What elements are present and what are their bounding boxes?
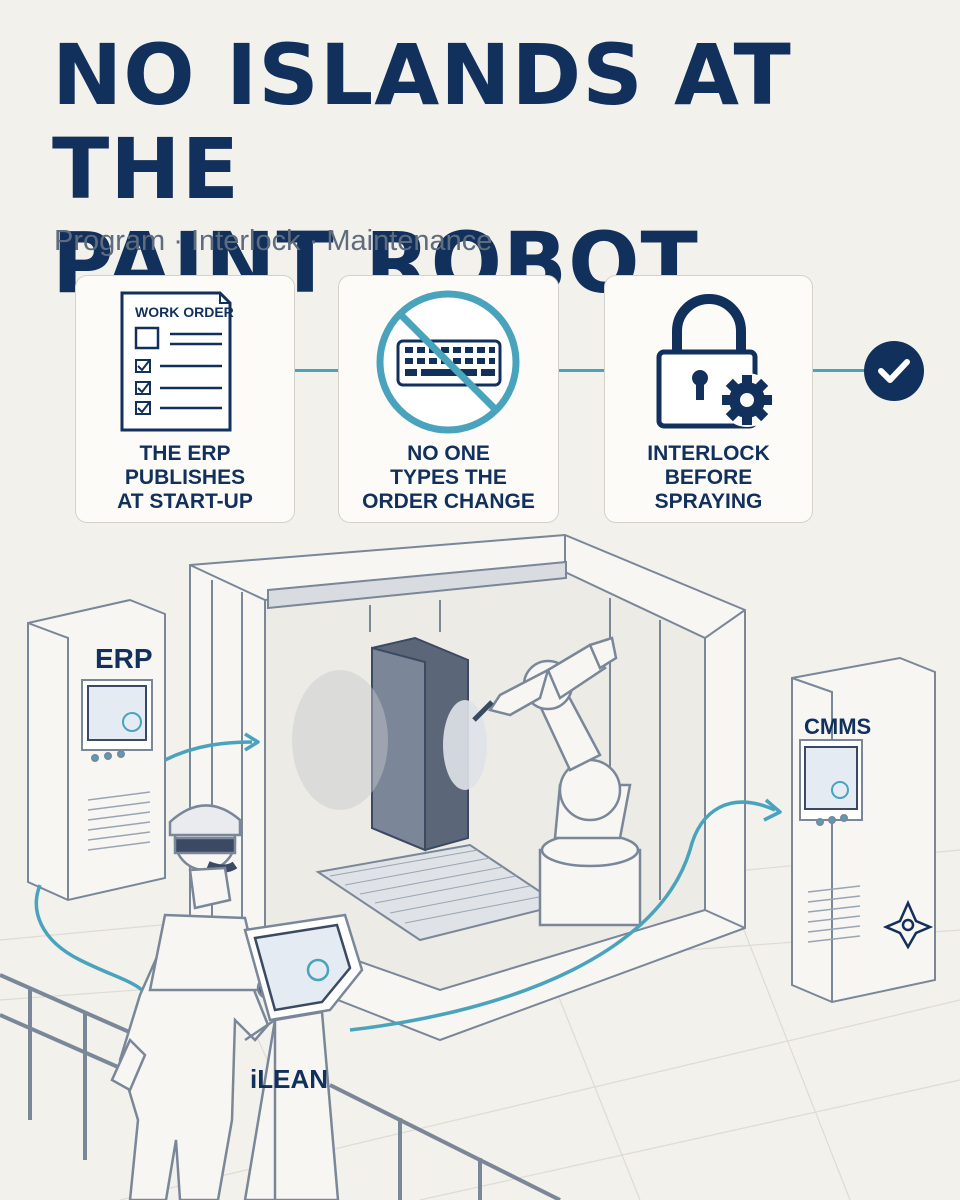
connector-line-2: [557, 369, 604, 372]
spray-mist: [292, 670, 388, 810]
step-card-no-typing: NO ONE TYPES THE ORDER CHANGE: [338, 275, 559, 523]
connector-line-1: [293, 369, 338, 372]
step-card-interlock: INTERLOCK BEFORE SPRAYING: [604, 275, 813, 523]
hanging-part: [371, 636, 469, 852]
erp-cabinet: [27, 598, 166, 902]
cmms-label: CMMS: [804, 714, 871, 739]
step-label: INTERLOCK BEFORE SPRAYING: [647, 442, 770, 513]
step-card-erp-publishes: WORK ORDER THE ERP PUBLISHES AT START-UP: [75, 275, 295, 523]
step-label: NO ONE TYPES THE ORDER CHANGE: [362, 442, 535, 513]
page-title: NO ISLANDS AT THE PAINT ROBOT: [52, 28, 960, 310]
ilean-terminal: [243, 913, 364, 1200]
paint-booth-scene: ERP CMMS: [0, 533, 960, 1200]
brand-logo: [882, 899, 934, 950]
connector-line-3: [811, 369, 864, 372]
cmms-cabinet: [791, 656, 936, 1004]
step-label: THE ERP PUBLISHES AT START-UP: [117, 442, 253, 513]
page-subtitle: Program · Interlock · Maintenance: [54, 225, 493, 257]
check-circle-icon: [864, 341, 924, 401]
paint-robot: [472, 636, 642, 927]
data-flow-lines: [34, 732, 782, 1032]
ilean-label: iLEAN: [250, 1064, 328, 1094]
no-keyboard-icon: [376, 290, 520, 434]
work-order-label: WORK ORDER: [135, 304, 234, 320]
work-order-checklist-icon: WORK ORDER: [120, 291, 234, 432]
operator-figure: [110, 804, 280, 1200]
lock-gear-icon: [656, 294, 774, 429]
title-line-1: NO ISLANDS AT THE: [52, 26, 792, 218]
erp-label: ERP: [95, 643, 153, 674]
